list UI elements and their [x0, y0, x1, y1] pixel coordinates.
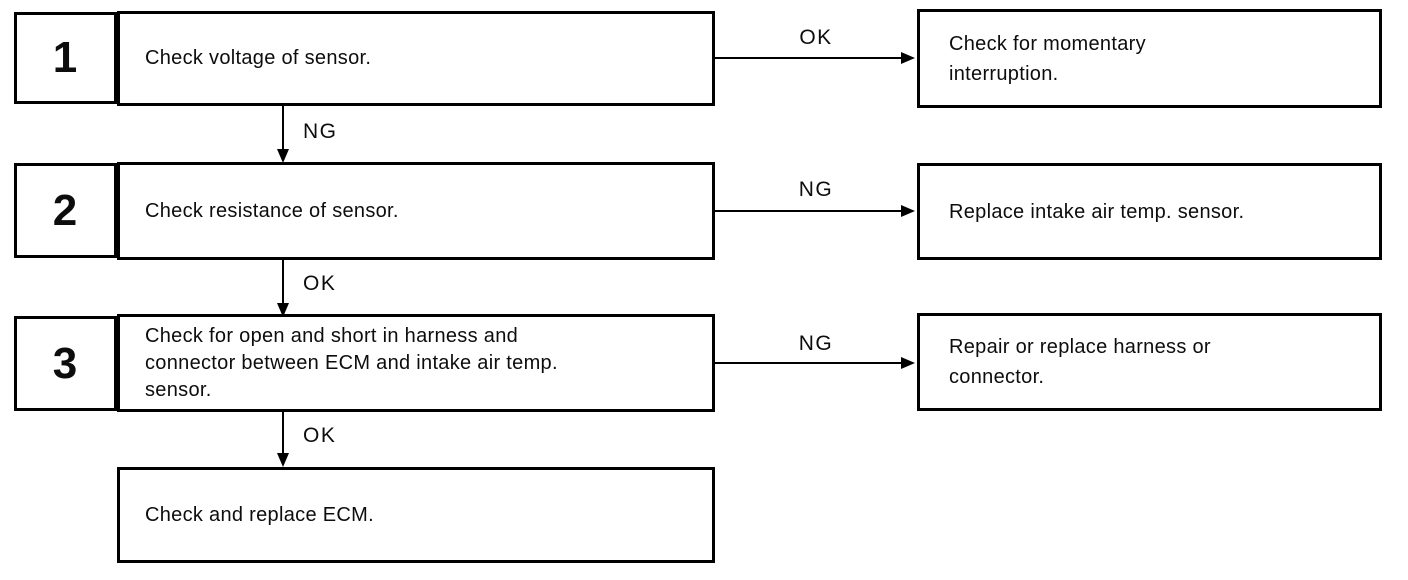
step-2-action-text: Check resistance of sensor.	[145, 199, 399, 222]
arrow-down-icon	[277, 149, 289, 163]
step-2-result-box: Replace intake air temp. sensor.	[917, 163, 1382, 260]
arrow-right-icon	[901, 52, 915, 64]
step-3-result-box: Repair or replace harness or connector.	[917, 313, 1382, 411]
step-2-number-box: 2	[14, 163, 117, 258]
step-2-right-branch-label: NG	[798, 178, 834, 201]
step-3-result-text: Repair or replace harness or connector.	[949, 336, 1211, 388]
arrow-right-icon	[901, 357, 915, 369]
final-action-text: Check and replace ECM.	[145, 503, 374, 526]
final-action-box: Check and replace ECM.	[117, 467, 715, 563]
step-2-right-arrow-line	[715, 210, 903, 212]
arrow-right-icon	[901, 205, 915, 217]
step-3-down-arrow-line	[282, 412, 284, 454]
step-3-action-text: Check for open and short in harness and …	[145, 324, 558, 401]
step-1-result-text: Check for momentary interruption.	[949, 32, 1146, 85]
step-1-right-branch-label: OK	[799, 26, 833, 49]
step-2-number: 2	[52, 185, 79, 235]
step-1-result-box: Check for momentary interruption.	[917, 9, 1382, 108]
arrow-down-icon	[277, 303, 289, 317]
step-3-number-box: 3	[14, 316, 117, 411]
step-3-down-branch-label: OK	[303, 424, 337, 447]
step-2-down-arrow-line	[282, 260, 284, 304]
step-3-right-branch-label: NG	[798, 332, 834, 355]
step-2-action-box: Check resistance of sensor.	[117, 162, 715, 260]
step-1-action-box: Check voltage of sensor.	[117, 11, 715, 106]
step-3-number: 3	[52, 338, 79, 388]
arrow-down-icon	[277, 453, 289, 467]
step-1-right-arrow-line	[715, 57, 903, 59]
step-2-result-text: Replace intake air temp. sensor.	[949, 200, 1245, 223]
step-1-down-arrow-line	[282, 106, 284, 150]
step-1-down-branch-label: NG	[303, 120, 338, 143]
step-1-number: 1	[52, 33, 79, 82]
step-1-action-text: Check voltage of sensor.	[145, 47, 372, 69]
step-1-number-box: 1	[14, 12, 117, 104]
step-3-right-arrow-line	[715, 362, 903, 364]
step-2-down-branch-label: OK	[303, 272, 337, 295]
step-3-action-box: Check for open and short in harness and …	[117, 314, 715, 412]
